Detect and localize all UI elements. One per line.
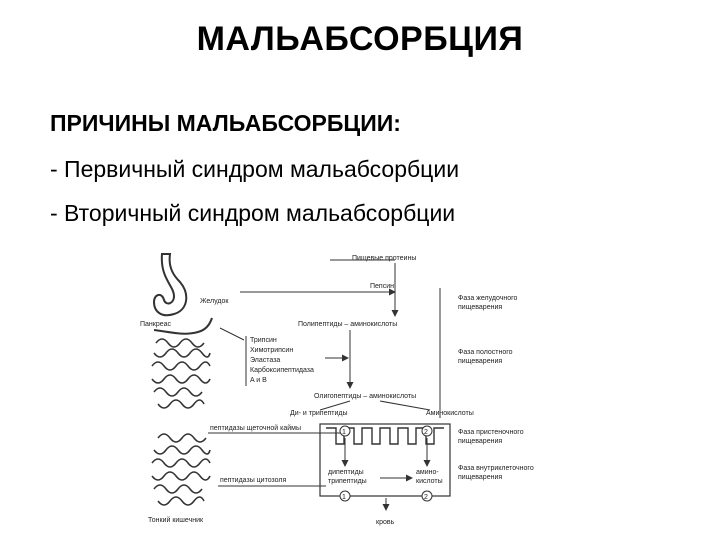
proteins-label: Пищевые протеины: [352, 255, 416, 262]
marker-1-bottom-label: 1: [342, 494, 346, 501]
phase-intracellular-1: Фаза внутриклеточного: [458, 465, 534, 472]
causes-heading: ПРИЧИНЫ МАЛЬАБСОРБЦИИ:: [50, 110, 401, 136]
pancreas-drawing: [153, 317, 213, 335]
enzyme-carboxypeptidase: Карбоксипептидаза: [250, 366, 314, 374]
slide-title: МАЛЬАБСОРБЦИЯ: [196, 20, 524, 58]
pancreas-label: Панкреас: [140, 321, 172, 328]
phase-gastric-2: пищеварения: [458, 304, 502, 311]
tripeptides-label: трипептиды: [328, 478, 367, 485]
stomach-drawing: [152, 253, 188, 317]
marker-2-top: [421, 425, 433, 437]
intestine-lower-drawing: [151, 433, 211, 506]
phase-parietal-2: пищеварения: [458, 438, 502, 445]
oligopeptides-label: Олигопептиды – аминокислоты: [314, 393, 416, 400]
enzyme-elastase: Эластаза: [250, 357, 280, 364]
amino-label: Аминокислоты: [426, 410, 474, 417]
marker-2-bottom: [421, 490, 433, 502]
phase-parietal-1: Фаза пристеночного: [458, 429, 524, 436]
marker-1-bottom: [339, 490, 351, 502]
small-intestine-label: Тонкий кишечник: [148, 516, 204, 524]
amino2-label-1: амино-: [416, 469, 439, 476]
marker-1-top-label: 1: [342, 429, 346, 436]
enzyme-trypsin: Трипсин: [250, 337, 277, 344]
polypeptides-label: Полипептиды – аминокислоты: [298, 321, 397, 328]
dipeptides-label: дипептиды: [328, 469, 364, 476]
di-tri-label: Ди- и трипептиды: [290, 410, 348, 417]
enzyme-chymotrypsin: Химотрипсин: [250, 347, 293, 354]
intestine-upper-drawing: [151, 338, 211, 409]
phase-cavity-1: Фаза полостного: [458, 349, 513, 356]
cytosol-label: пептидазы цитозоля: [220, 477, 286, 484]
oligo-split-right: [379, 400, 431, 411]
amino2-label-2: кислоты: [416, 478, 443, 485]
pepsin-label: Пепсин: [370, 283, 394, 290]
bullet-secondary: - Вторичный синдром мальабсорбции: [50, 200, 456, 226]
brush-border-label: пептидазы щеточной каймы: [210, 424, 301, 432]
enzyme-ab: A и B: [250, 377, 267, 384]
oligo-split-left: [319, 400, 351, 411]
digestion-diagram: Желудок Панкреас Тонкий кишечник Пищевые…: [140, 253, 534, 526]
marker-2-bottom-label: 2: [424, 494, 428, 501]
phase-intracellular-2: пищеварения: [458, 474, 502, 481]
blood-label: кровь: [376, 519, 395, 526]
stomach-label: Желудок: [200, 298, 229, 305]
phase-cavity-2: пищеварения: [458, 358, 502, 365]
marker-1-top: [339, 425, 351, 437]
marker-2-top-label: 2: [424, 429, 428, 436]
pancreas-connector: [219, 327, 245, 341]
bullet-primary: - Первичный синдром мальабсорбции: [50, 156, 460, 182]
phase-gastric-1: Фаза желудочного: [458, 295, 518, 302]
